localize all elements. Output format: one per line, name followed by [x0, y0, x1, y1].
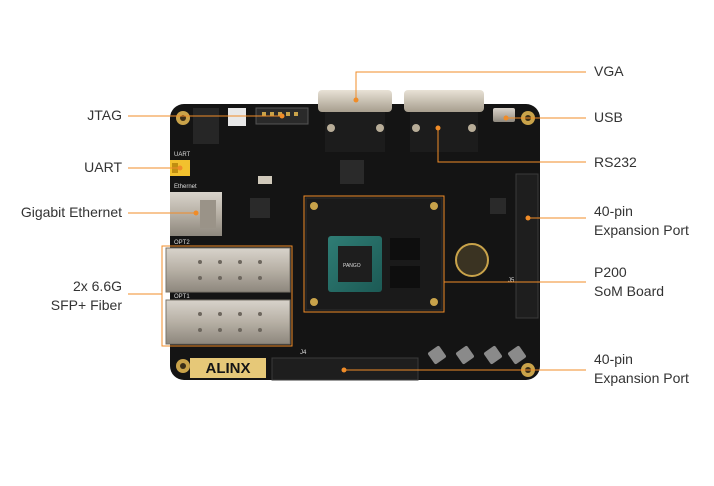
label-uart: UART — [84, 159, 122, 175]
silk-opt2: OPT2 — [174, 240, 190, 246]
label-usb: USB — [594, 109, 623, 125]
label-rs232: RS232 — [594, 154, 637, 170]
silk-j4: J4 — [300, 350, 307, 356]
label-gigabit-ethernet: Gigabit Ethernet — [20, 204, 122, 220]
misc-chips — [250, 160, 506, 218]
coin-battery — [455, 243, 489, 277]
label-expansion-bottom-line2: Expansion Port — [594, 370, 689, 386]
label-som-line2: SoM Board — [594, 283, 665, 299]
label-sfp-line2: SFP+ Fiber — [50, 297, 122, 313]
rs232-connector — [404, 90, 484, 152]
silk-ethernet: Ethernet — [174, 184, 197, 190]
sfp-cages — [165, 247, 291, 345]
label-vga: VGA — [594, 63, 624, 79]
label-expansion-top-line1: 40-pin — [594, 203, 633, 219]
callout-markers — [177, 97, 531, 373]
expansion-header-right — [515, 173, 539, 319]
label-jtag: JTAG — [87, 107, 122, 123]
label-som-line1: P200 — [594, 264, 627, 280]
label-expansion-bottom: 40-pin Expansion Port — [594, 350, 689, 388]
brand-logo: ALINX — [206, 360, 251, 377]
label-sfp: 2x 6.6G SFP+ Fiber — [20, 277, 122, 315]
label-sfp-line1: 2x 6.6G — [72, 278, 122, 294]
label-expansion-bottom-line1: 40-pin — [594, 351, 633, 367]
label-expansion-top: 40-pin Expansion Port — [594, 202, 689, 240]
label-som: P200 SoM Board — [594, 263, 664, 301]
vga-connector — [318, 90, 392, 152]
silk-uart: UART — [174, 152, 191, 158]
silk-opt1: OPT1 — [174, 294, 190, 300]
brand-plate — [190, 358, 266, 378]
silk-pango: PANGO — [343, 263, 361, 269]
som-board — [305, 197, 443, 311]
push-buttons — [428, 346, 526, 364]
label-expansion-top-line2: Expansion Port — [594, 222, 689, 238]
callout-lines — [128, 71, 586, 371]
silk-j5: J5 — [508, 278, 515, 284]
usb-connector — [493, 108, 515, 122]
